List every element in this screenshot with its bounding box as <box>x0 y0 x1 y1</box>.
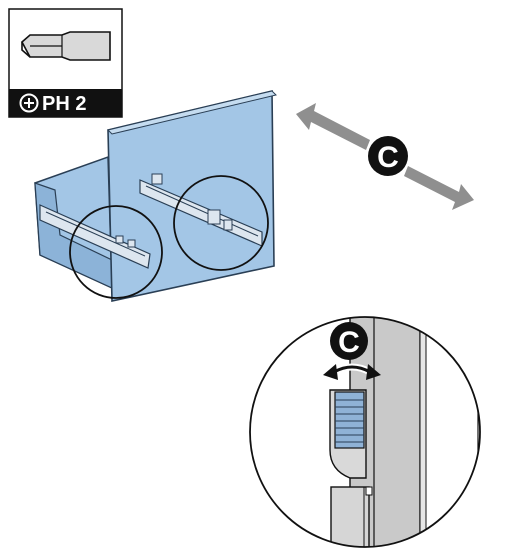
rail-right <box>139 173 263 247</box>
step-marker-c: C <box>368 136 408 176</box>
phillips-screwdriver-icon <box>20 31 111 61</box>
tool-box: PH 2 <box>8 8 123 118</box>
detail-step-marker-letter: C <box>338 326 360 359</box>
tool-label: PH 2 <box>42 93 86 115</box>
detail-circle-left <box>69 205 163 299</box>
plus-circle-icon <box>19 93 39 113</box>
detail-circle-right <box>173 175 269 271</box>
rail-left <box>39 204 151 269</box>
bidirectional-arrow-icon <box>296 103 474 210</box>
zoom-circle-border <box>249 316 481 548</box>
drawer-assembly <box>34 89 277 302</box>
step-marker-letter: C <box>377 141 399 174</box>
detail-step-marker-c: C <box>330 322 368 360</box>
zoom-detail: C <box>249 316 481 548</box>
rotate-arrow-icon <box>323 363 381 380</box>
adjustment-wheel <box>334 391 365 449</box>
